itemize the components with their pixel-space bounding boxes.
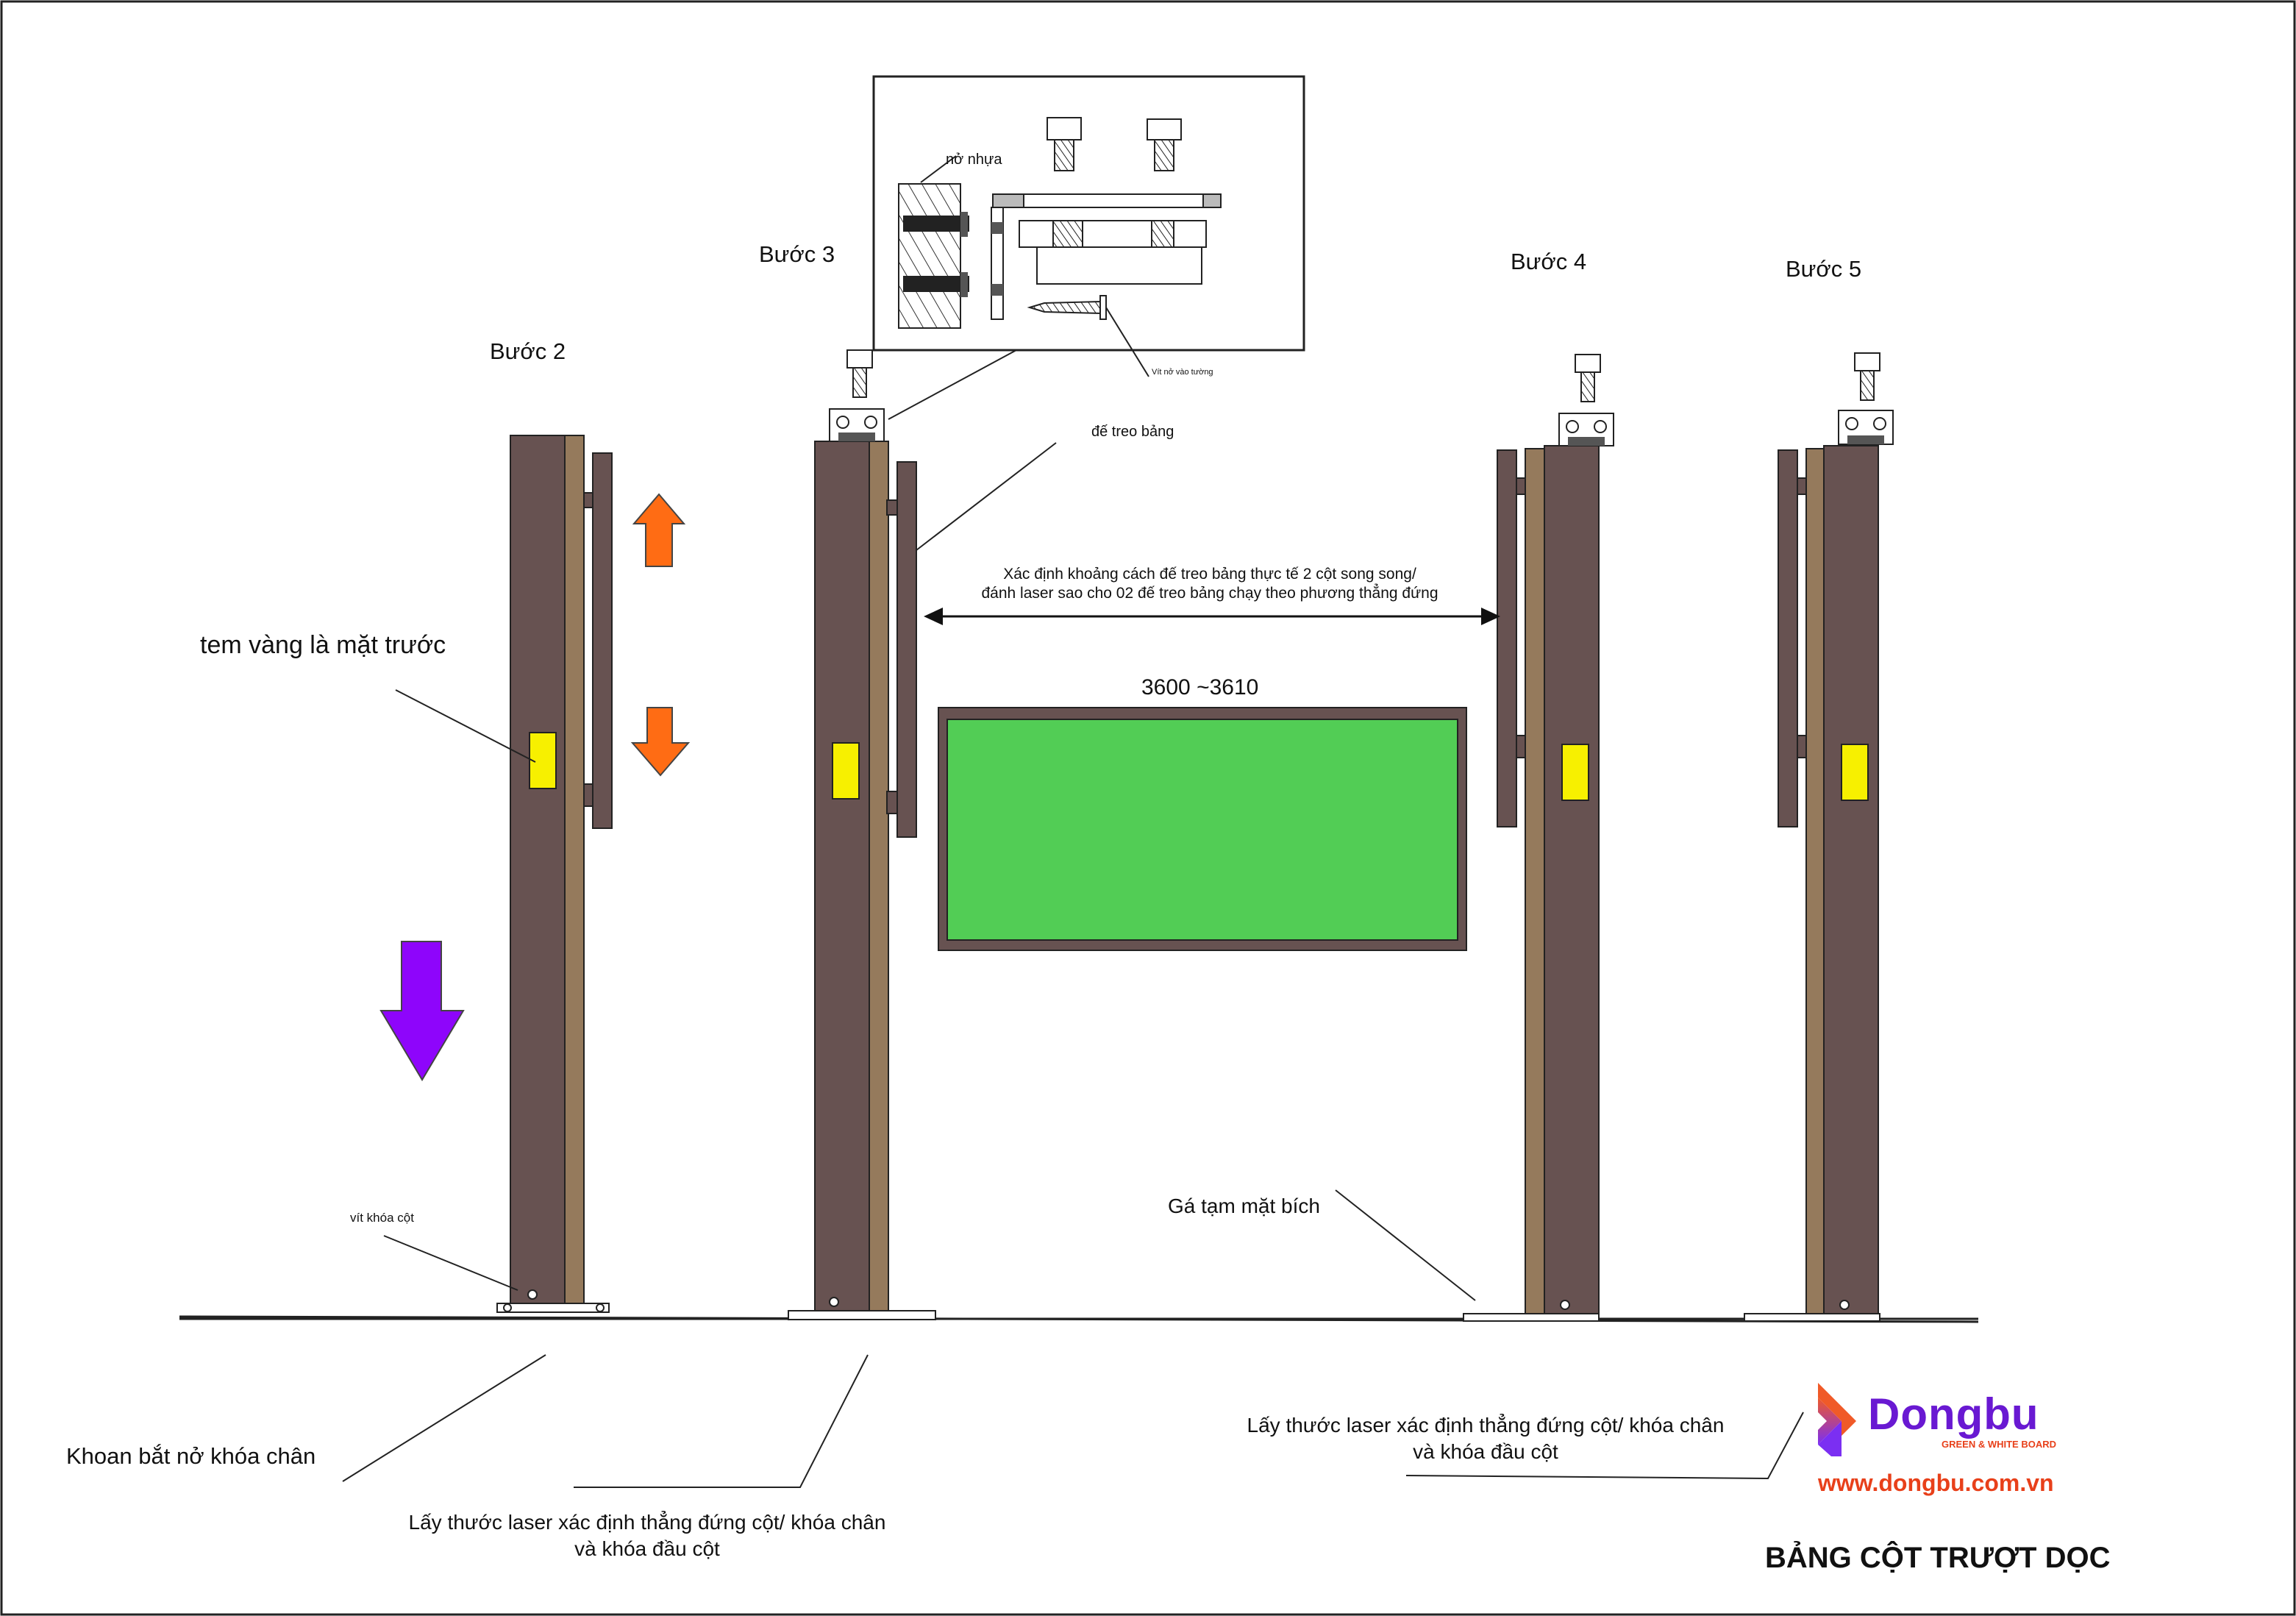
- leader-board-hanger: [916, 442, 1057, 551]
- down-arrow-icon: [630, 707, 691, 777]
- column-step4: [1463, 354, 1614, 1322]
- plastic-anchor-label: nở nhựa: [946, 152, 1002, 168]
- step5-label: Bước 5: [1786, 256, 1862, 282]
- laser-note-left-line2: và khóa đầu cột: [574, 1537, 720, 1560]
- leader-drill: [342, 1354, 546, 1482]
- laser-note-right-line2: và khóa đầu cột: [1413, 1440, 1558, 1463]
- step3-label: Bước 3: [759, 241, 835, 267]
- anchor-detail-inset: [872, 75, 1305, 377]
- up-arrow-icon: [632, 493, 686, 567]
- leader-flange: [1335, 1189, 1476, 1301]
- column-lock-screw-label: vít khóa cột: [350, 1211, 414, 1225]
- step4-label: Bước 4: [1511, 249, 1587, 274]
- brand-tagline: GREEN & WHITE BOARD: [1942, 1439, 2056, 1450]
- wall-screw-label: Vít nở vào tường: [1152, 368, 1213, 377]
- purple-down-arrow-icon: [379, 941, 465, 1081]
- drill-anchor-label: Khoan bắt nở khóa chân: [66, 1443, 316, 1469]
- distance-note-line1: Xác định khoảng cách đế treo bảng thực t…: [1003, 566, 1416, 583]
- leader-laser-right: [1405, 1412, 1804, 1480]
- dongbu-logo-icon: [1818, 1383, 1856, 1456]
- leader-laser-left: [574, 1354, 869, 1488]
- leader-yellow-tag: [395, 689, 536, 763]
- laser-note-right-line1: Lấy thước laser xác định thẳng đứng cột/…: [1247, 1414, 1725, 1437]
- column-step2: [496, 435, 613, 1313]
- step2-label: Bước 2: [490, 338, 566, 364]
- green-board: [938, 707, 1467, 951]
- column-step5: [1744, 352, 1894, 1322]
- laser-note-left: Lấy thước laser xác định thẳng đứng cột/…: [382, 1509, 912, 1562]
- column-step3: [788, 349, 936, 1320]
- dimension-label: 3600 ~3610: [1141, 675, 1259, 700]
- temp-flange-label: Gá tạm mặt bích: [1168, 1195, 1320, 1217]
- laser-note-right: Lấy thước laser xác định thẳng đứng cột/…: [1221, 1412, 1750, 1465]
- page-title: BẢNG CỘT TRƯỢT DỌC: [1765, 1542, 2111, 1574]
- yellow-tag-label: tem vàng là mặt trước: [200, 631, 446, 659]
- brand-name: Dongbu: [1868, 1389, 2039, 1439]
- distance-note-line2: đánh laser sao cho 02 đế treo bảng chạy …: [981, 585, 1438, 602]
- distance-note: Xác định khoảng cách đế treo bảng thực t…: [912, 565, 1508, 603]
- distance-arrow: [924, 608, 1500, 625]
- laser-note-left-line1: Lấy thước laser xác định thẳng đứng cột/…: [408, 1511, 886, 1534]
- leader-lock-screw: [383, 1235, 518, 1291]
- board-hanger-label: đế treo bảng: [1091, 424, 1174, 440]
- brand-website[interactable]: www.dongbu.com.vn: [1818, 1470, 2054, 1496]
